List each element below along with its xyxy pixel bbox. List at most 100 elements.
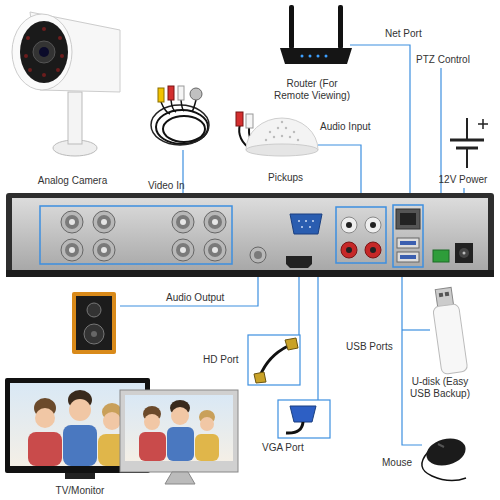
microphone-pickup-part [297,139,299,141]
dvr-recorder-part [12,198,488,270]
hdmi-connector [286,256,312,268]
analog-camera-part [39,47,49,57]
rca-audio-inputs-part [346,222,352,228]
speaker-device-part [72,292,116,354]
device-caption: Router (For Remote Viewing) [262,78,362,102]
router-device-part [338,5,343,49]
port-label: VGA Port [262,442,304,454]
vga-cable-part [286,422,303,433]
hdmi-cable-part [285,338,298,350]
analog-camera-part [42,27,46,31]
analog-camera-part [24,54,28,58]
bnc-video-ports-part [172,211,194,233]
camera-cable-part [178,86,184,100]
speaker-device-part [76,296,112,350]
analog-camera-part [68,92,82,144]
device-caption: 12V Power [432,174,494,186]
camera-cable-part [163,116,205,142]
monitor-screen-part [144,414,160,430]
analog-camera-part [58,36,62,40]
bnc-video-ports-part [172,239,194,261]
camera-cable [151,86,209,145]
microphone-pickup-part [293,131,295,133]
rca-audio-inputs-part [370,247,376,253]
bnc-video-ports-part [93,211,115,233]
ptz-power-terminals-part [455,243,473,263]
analog-camera-part [33,41,55,63]
speaker-device-part [84,324,104,344]
speaker-device-part [91,331,97,337]
router-device-part [280,48,352,64]
port-label: Audio Input [320,121,371,133]
analog-camera-part [26,36,30,40]
vga-connector-part [312,220,314,222]
speaker-device-part [87,303,101,317]
microphone-pickup [236,112,318,156]
microphone-pickup-part [246,144,318,156]
analog-camera-part [60,54,64,58]
leader-wires-part [402,329,430,330]
power-symbol [450,118,488,168]
router-device-part [325,55,328,58]
usb-stick-part [445,292,450,297]
camera-cable-part [190,88,202,100]
rca-audio-inputs-part [336,207,386,263]
mouse-device-part [423,434,468,469]
analog-camera-part [42,73,46,77]
audio-output-port [250,247,266,263]
bnc-video-ports-part [40,206,232,264]
tv-screen-part [28,432,62,466]
usb-stick [430,287,468,375]
device-node: Router (For Remote Viewing) [262,2,362,102]
net-usb-ports-part [397,238,419,248]
port-label: Audio Output [166,292,224,304]
device-caption: Mouse [382,457,422,469]
audio-output-port-part [254,251,262,259]
port-label: Video In [148,180,185,192]
vga-connector-part [290,214,322,234]
usb-stick-part [439,293,444,298]
power-symbol-part [466,118,468,140]
rca-audio-inputs-part [365,242,381,258]
ptz-power-terminals [433,243,473,263]
microphone-pickup-part [269,131,271,133]
device-node: U-disk (Easy USB Backup) [390,288,490,403]
device-node: Analog Camera [10,5,135,190]
analog-camera-part [28,68,32,72]
usb-stick-part [433,304,468,375]
vga-cable-part [290,406,316,422]
microphone-pickup-part [281,135,283,137]
mouse-device [422,434,469,480]
monitor-screen-part [165,472,195,484]
device-node: Mouse [380,425,470,485]
monitor-screen-part [195,434,219,461]
camera-cable-part [158,88,164,102]
camera-cable-part [168,86,174,100]
microphone-pickup-part [246,114,253,128]
monitor-screen-part [139,432,166,461]
rca-audio-inputs-part [341,217,357,233]
monitor-screen-part [171,407,189,425]
bnc-video-ports-part [61,239,83,261]
port-label: PTZ Control [416,54,470,66]
port-label: HD Port [203,354,239,366]
dvr-recorder-part [6,193,494,277]
tv-screen-part [69,399,91,421]
monitor-screen-part [120,390,238,472]
net-usb-ports-part [400,255,416,259]
vga-connector-part [309,226,311,228]
power-symbol-part [478,119,488,129]
analog-camera-part [12,14,72,90]
camera-cable-part [151,105,209,145]
ptz-power-terminals-part [459,248,469,258]
tv-screen-part [63,425,97,466]
microphone-pickup-part [277,127,279,129]
router-device-part [309,55,312,58]
hdmi-cable-part [254,372,266,383]
hdmi-connector-part [286,256,312,268]
rca-audio-inputs-part [365,217,381,233]
dvr-recorder-part [6,270,494,277]
microphone-pickup-part [281,121,283,123]
